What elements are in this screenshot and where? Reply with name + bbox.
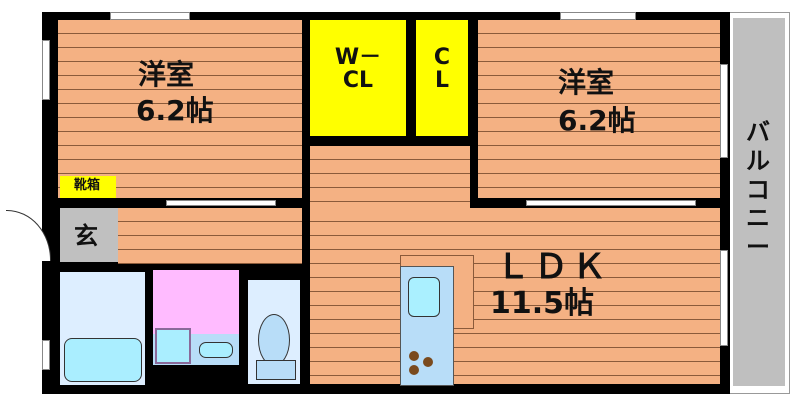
shoe-box: 靴箱 <box>60 176 116 198</box>
sliding-door <box>526 200 696 206</box>
window <box>42 340 50 370</box>
shoe-box-label: 靴箱 <box>74 178 101 193</box>
window <box>720 250 728 346</box>
room-size: 6.2帖 <box>136 94 214 127</box>
room-name: 洋室 <box>138 58 195 91</box>
ldk: ＬＤＫ 11.5帖 <box>310 208 720 384</box>
hallway <box>118 208 302 264</box>
room-size: 6.2帖 <box>558 104 636 137</box>
room-name: 洋室 <box>558 66 615 99</box>
entrance-label: 玄 <box>74 222 98 250</box>
balcony-label: バ ル コ ニ ー <box>746 118 770 262</box>
window <box>560 12 636 20</box>
window <box>720 64 728 158</box>
washroom <box>153 270 239 365</box>
washing-machine-icon <box>155 328 191 364</box>
entrance: 玄 <box>60 208 118 262</box>
toilet-tank <box>256 360 296 380</box>
kitchen <box>400 266 454 386</box>
toilet-icon <box>258 314 290 366</box>
sink-icon <box>408 277 440 317</box>
stove-icon <box>409 351 435 381</box>
wic-label: W－ CL <box>334 45 382 94</box>
closet-label: C L <box>433 45 451 94</box>
closet: C L <box>416 20 468 136</box>
western-room-right: 洋室 6.2帖 <box>478 20 720 198</box>
room-name: ＬＤＫ <box>496 247 610 287</box>
window <box>42 40 50 100</box>
sliding-door <box>166 200 276 206</box>
balcony: バ ル コ ニ ー <box>733 18 785 386</box>
toilet-room <box>248 280 300 384</box>
western-room-left: 洋室 6.2帖 <box>58 20 302 198</box>
walk-in-closet: W－ CL <box>310 20 406 136</box>
window <box>110 12 190 20</box>
bathtub-icon <box>64 338 142 382</box>
room-size: 11.5帖 <box>490 286 595 321</box>
washbasin-icon <box>199 342 233 358</box>
bathroom <box>60 272 145 385</box>
ldk-upper <box>310 146 470 216</box>
